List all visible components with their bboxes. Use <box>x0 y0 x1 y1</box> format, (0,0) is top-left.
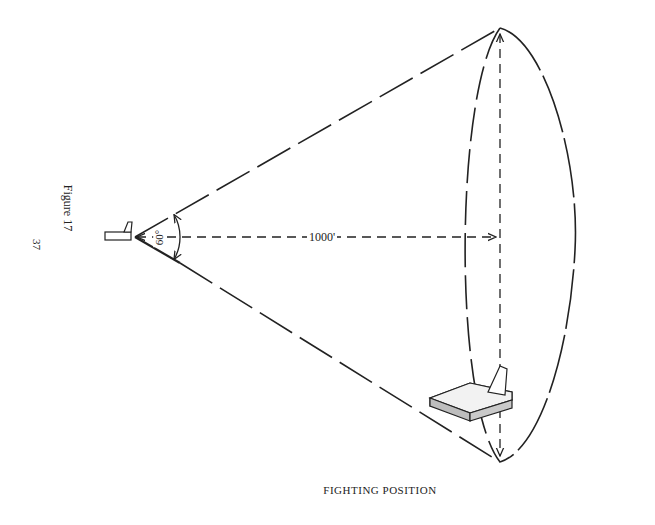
cone-edge <box>180 263 500 462</box>
range-dimension: 1000' <box>307 230 337 244</box>
angle-arc <box>174 215 180 260</box>
page-number: 37 <box>31 239 42 250</box>
cone-edge <box>135 28 500 237</box>
target-aircraft <box>430 366 512 421</box>
fighter-aircraft <box>105 222 132 240</box>
figure-caption: FIGHTING POSITION <box>323 485 436 496</box>
angle-dimension: 60° <box>154 227 167 246</box>
figure-number: Figure 17 <box>62 185 74 231</box>
